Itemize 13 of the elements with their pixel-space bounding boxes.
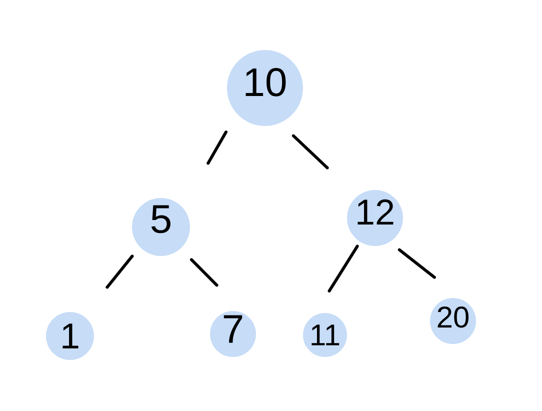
connector-line: [292, 134, 329, 170]
tree-node: 5: [132, 198, 190, 256]
tree-node: 12: [347, 190, 403, 246]
tree-node: 10: [227, 50, 303, 126]
connector-line: [106, 254, 134, 289]
tree-node: 20: [430, 298, 476, 344]
tree-node: 11: [303, 313, 347, 357]
connector-line: [328, 244, 359, 292]
connector-line: [190, 258, 218, 287]
tree-node: 1: [46, 312, 94, 360]
connector-line: [398, 248, 436, 279]
tree-node: 7: [210, 311, 256, 357]
connector-line: [206, 130, 228, 165]
